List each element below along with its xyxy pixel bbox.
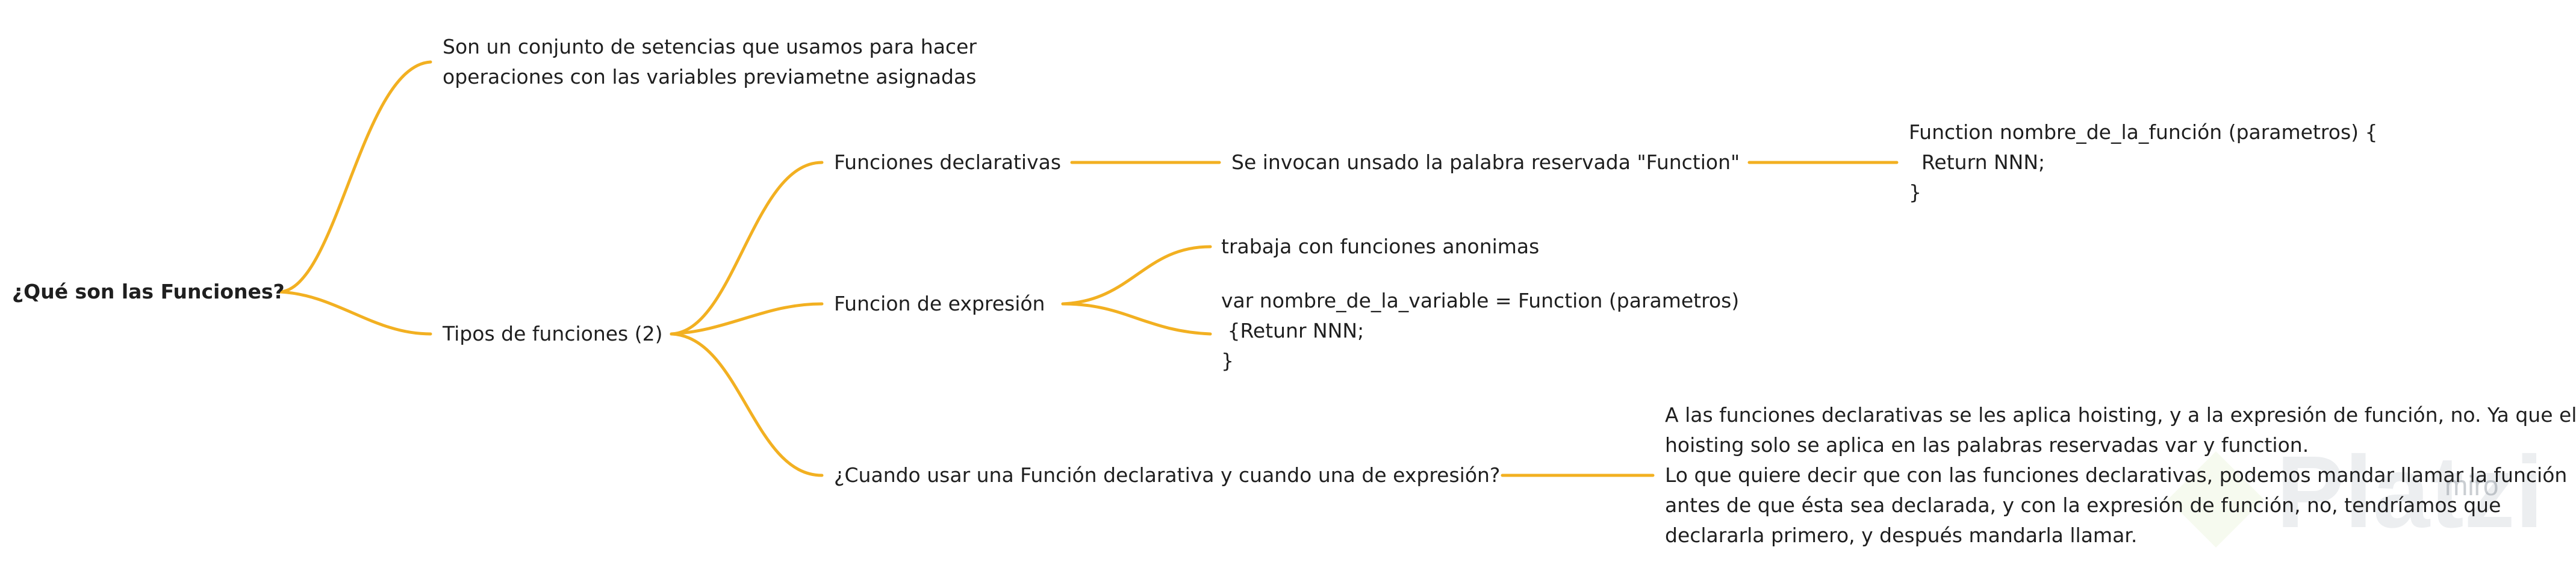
declarative-code-node: Function nombre_de_la_función (parametro… (1909, 120, 2378, 204)
when-node: ¿Cuando usar una Función declarativa y c… (834, 463, 1501, 487)
when-answer-node: A las funciones declarativas se les apli… (1665, 403, 2576, 547)
expression-code-node: var nombre_de_la_variable = Function (pa… (1221, 289, 1740, 372)
expression-node: Funcion de expresión (834, 292, 1045, 315)
connector-root-definition (278, 60, 432, 294)
connector-expression-description (1061, 245, 1212, 306)
connector-root-types (278, 290, 432, 336)
types-node: Tipos de funciones (2) (443, 322, 663, 345)
connector-types-declarative (670, 161, 824, 336)
root-node: ¿Qué son las Funciones? (12, 280, 285, 303)
connector-expression-code (1061, 302, 1212, 336)
definition-node: Son un conjunto de setencias que usamos … (443, 35, 977, 88)
connector-types-when (670, 332, 824, 477)
platzi-logo-watermark (2168, 451, 2264, 548)
miro-watermark-text: miro (2445, 470, 2499, 501)
expression-description-node: trabaja con funciones anonimas (1221, 235, 1540, 258)
connector-types-expression (670, 302, 824, 336)
declarative-description-node: Se invocan unsado la palabra reservada "… (1231, 150, 1740, 174)
declarative-node: Funciones declarativas (834, 150, 1062, 174)
platzi-watermark-text: Platzi (2276, 435, 2544, 549)
